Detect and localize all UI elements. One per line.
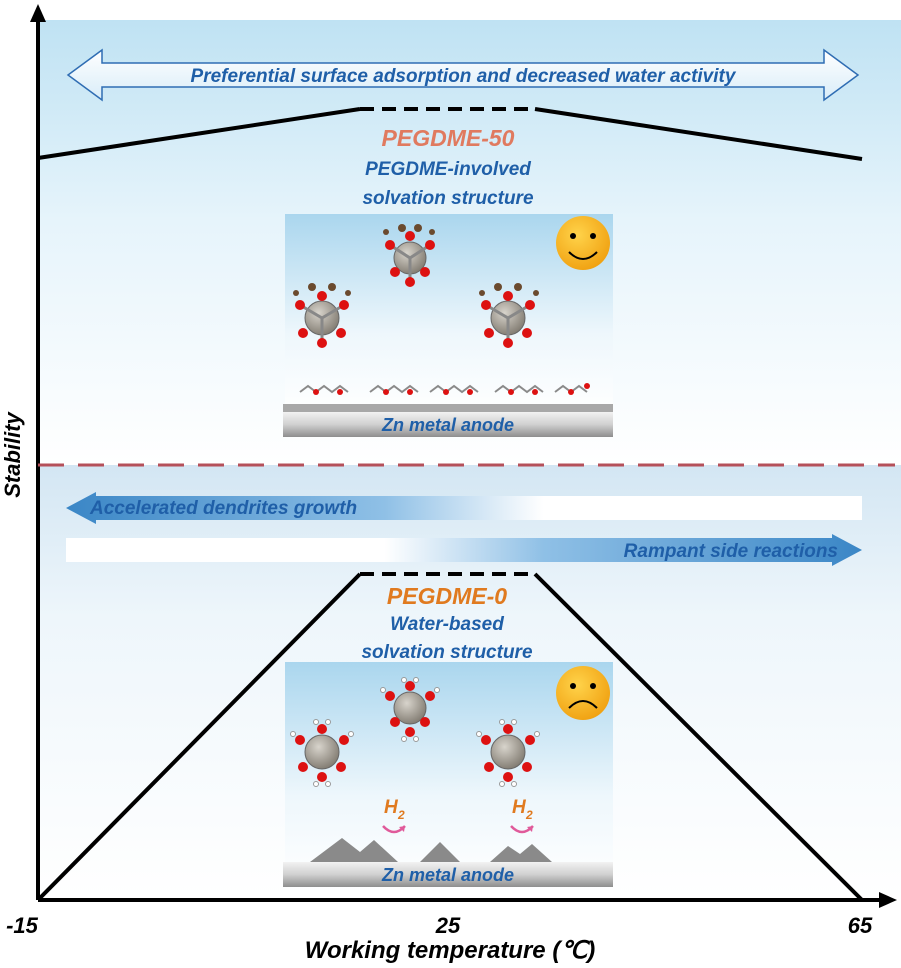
h2-label: H — [384, 797, 399, 818]
dendrite-growth-text: Accelerated dendrites growth — [89, 498, 357, 519]
zn-dendrite — [310, 838, 398, 862]
bottom-anode-label: Zn metal anode — [381, 865, 514, 885]
zn-hydrated-cluster — [290, 719, 354, 787]
x-axis-arrowhead — [879, 892, 897, 908]
zn-surface-layer — [283, 404, 613, 412]
x-tick-label-max: 65 — [848, 913, 873, 938]
x-tick-label-min: -15 — [6, 913, 39, 938]
zn-hydrated-cluster — [380, 677, 440, 742]
h2-label: H — [512, 797, 527, 818]
top-stability-curve-right — [534, 107, 863, 161]
sad-face-icon — [556, 666, 610, 720]
zn-anode-slab — [283, 862, 613, 887]
x-tick-label-mid: 25 — [435, 913, 461, 938]
zn-dendrite — [420, 842, 460, 862]
smiley-face-icon — [556, 216, 610, 270]
zn-anode-slab — [283, 412, 613, 437]
zn-dendrite — [490, 844, 552, 862]
y-axis-label: Stability — [0, 410, 25, 497]
dendrite-growth-arrow — [66, 492, 862, 524]
top-structure-line2: solvation structure — [362, 188, 533, 209]
sample-name-pegdme-0: PEGDME-0 — [387, 583, 507, 609]
x-axis-label: Working temperature (℃) — [305, 937, 596, 964]
bottom-structure-line1: Water-based — [390, 614, 504, 635]
bottom-stability-curve-left — [36, 572, 362, 902]
h2-subscript: 2 — [525, 808, 533, 822]
side-reactions-arrow — [66, 534, 862, 566]
adsorption-double-arrow — [66, 48, 860, 102]
top-stability-curve-left — [37, 107, 361, 160]
adsorbed-pegdme-layer — [299, 383, 590, 395]
top-solvation-inset: Zn metal anode — [283, 214, 613, 437]
top-structure-line1: PEGDME-involved — [365, 159, 531, 180]
top-anode-label: Zn metal anode — [381, 415, 514, 435]
zn-solvation-cluster — [383, 224, 435, 287]
adsorption-arrow-text: Preferential surface adsorption and decr… — [191, 66, 737, 87]
bottom-solvation-inset: H 2 H 2 Zn metal anode — [283, 662, 613, 887]
zn-hydrated-cluster — [476, 719, 540, 787]
hydrogen-evolution-right: H 2 — [510, 797, 534, 834]
hydrogen-evolution-left: H 2 — [382, 797, 406, 834]
sample-name-pegdme-50: PEGDME-50 — [382, 125, 515, 151]
h2-subscript: 2 — [397, 808, 405, 822]
bottom-stability-curve-right — [533, 572, 864, 902]
side-reactions-text: Rampant side reactions — [624, 541, 838, 562]
bottom-structure-line2: solvation structure — [361, 642, 532, 663]
y-axis-arrowhead — [30, 4, 46, 22]
zn-solvation-cluster — [479, 283, 539, 348]
zn-solvation-cluster — [293, 283, 351, 348]
